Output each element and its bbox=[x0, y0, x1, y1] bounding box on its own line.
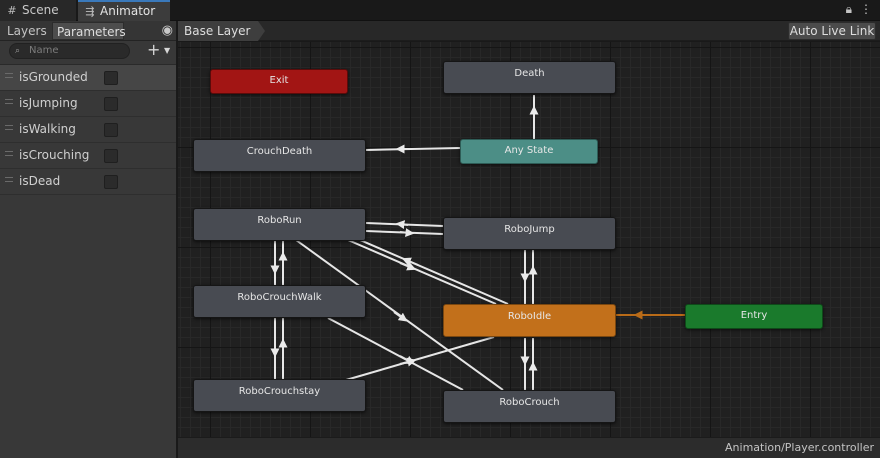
parameter-checkbox[interactable] bbox=[104, 71, 118, 85]
parameter-row[interactable]: isDead bbox=[0, 169, 176, 195]
transition-arrow[interactable] bbox=[365, 147, 461, 151]
state-label: RoboRun bbox=[257, 215, 302, 226]
transition-arrowhead bbox=[395, 220, 409, 230]
transition-arrow[interactable] bbox=[345, 336, 495, 381]
tab-parameters[interactable]: Parameters bbox=[52, 22, 126, 40]
state-robo-crouch-walk[interactable]: RoboCrouchWalk bbox=[193, 285, 366, 318]
state-label: Death bbox=[514, 68, 545, 79]
transition-arrow[interactable] bbox=[359, 239, 509, 305]
parameter-row[interactable]: isCrouching bbox=[0, 143, 176, 169]
panel-tab-strip: Layers Parameters ◉ bbox=[0, 21, 176, 41]
parameters-panel: Layers Parameters ◉ ⌕ Name +▼ isGrounded… bbox=[0, 21, 177, 458]
transition-arrow[interactable] bbox=[347, 239, 497, 305]
drag-handle-icon[interactable] bbox=[5, 73, 13, 78]
state-machine-graph[interactable]: Exit Death CrouchDeath Any State RoboRun… bbox=[178, 42, 880, 437]
breadcrumb-base-layer[interactable]: Base Layer bbox=[178, 21, 258, 41]
chevron-down-icon: ▼ bbox=[164, 46, 171, 55]
parameter-name[interactable]: isDead bbox=[19, 174, 61, 188]
state-exit[interactable]: Exit bbox=[210, 69, 348, 94]
tab-animator[interactable]: ⇶ Animator bbox=[78, 0, 170, 21]
drag-handle-icon[interactable] bbox=[5, 99, 13, 104]
parameter-name[interactable]: isGrounded bbox=[19, 70, 88, 84]
kebab-menu-icon[interactable]: ⋮ bbox=[860, 2, 872, 16]
parameter-checkbox[interactable] bbox=[104, 97, 118, 111]
parameter-search-bar: ⌕ Name +▼ bbox=[0, 41, 176, 65]
state-label: Exit bbox=[269, 75, 289, 86]
state-label: RoboJump bbox=[504, 224, 555, 235]
add-parameter-button[interactable]: +▼ bbox=[147, 40, 171, 59]
state-label: Entry bbox=[740, 310, 768, 321]
drag-handle-icon[interactable] bbox=[5, 177, 13, 182]
transition-arrowhead bbox=[399, 357, 417, 367]
parameter-search-input[interactable]: ⌕ Name bbox=[9, 43, 130, 59]
parameter-row[interactable]: isJumping bbox=[0, 91, 176, 117]
grid-icon: # bbox=[7, 4, 17, 17]
parameter-name[interactable]: isWalking bbox=[19, 122, 76, 136]
state-label: Any State bbox=[504, 145, 554, 156]
search-icon: ⌕ bbox=[15, 46, 21, 56]
state-label: RoboIdle bbox=[507, 311, 552, 322]
window-icons: 🔒︎ ⋮ bbox=[846, 2, 872, 18]
transition-layer bbox=[270, 95, 685, 391]
transition-arrowhead bbox=[393, 311, 408, 322]
parameter-checkbox[interactable] bbox=[104, 175, 118, 189]
parameter-name[interactable]: isJumping bbox=[19, 96, 78, 110]
state-label: RoboCrouch bbox=[499, 397, 560, 408]
breadcrumb-arrow bbox=[258, 21, 265, 41]
auto-live-link-button[interactable]: Auto Live Link bbox=[788, 22, 876, 40]
tab-animator-label: Animator bbox=[100, 4, 156, 18]
eye-icon[interactable]: ◉ bbox=[161, 23, 173, 38]
parameter-row[interactable]: isGrounded bbox=[0, 65, 176, 91]
state-robo-jump[interactable]: RoboJump bbox=[443, 217, 616, 250]
parameter-row[interactable]: isWalking bbox=[0, 117, 176, 143]
window-tab-bar: # Scene ⇶ Animator 🔒︎ ⋮ bbox=[0, 0, 880, 21]
controller-path: Animation/Player.controller bbox=[725, 441, 874, 454]
state-crouch-death[interactable]: CrouchDeath bbox=[193, 139, 366, 172]
parameter-name[interactable]: isCrouching bbox=[19, 148, 90, 162]
transition-arrow[interactable] bbox=[327, 317, 464, 391]
transition-arrowhead bbox=[399, 228, 415, 238]
state-label: CrouchDeath bbox=[246, 146, 313, 157]
state-robo-crouch[interactable]: RoboCrouch bbox=[443, 390, 616, 423]
lock-icon[interactable]: 🔒︎ bbox=[845, 2, 852, 16]
transition-arrowhead bbox=[401, 257, 419, 266]
tab-scene[interactable]: # Scene bbox=[0, 0, 76, 21]
tab-scene-label: Scene bbox=[22, 3, 59, 17]
state-death[interactable]: Death bbox=[443, 61, 616, 94]
transition-arrowhead bbox=[399, 262, 417, 271]
parameter-checkbox[interactable] bbox=[104, 149, 118, 163]
drag-handle-icon[interactable] bbox=[5, 125, 13, 130]
parameter-list: isGrounded isJumping isWalking isCrouchi… bbox=[0, 65, 176, 195]
animator-icon: ⇶ bbox=[85, 5, 95, 18]
state-robo-run[interactable]: RoboRun bbox=[193, 208, 366, 241]
status-bar: Animation/Player.controller bbox=[178, 437, 880, 458]
graph-toolbar: Base Layer Auto Live Link bbox=[178, 21, 880, 41]
state-any-state[interactable]: Any State bbox=[460, 139, 598, 164]
state-robo-idle[interactable]: RoboIdle bbox=[443, 304, 616, 337]
state-robo-crouchstay[interactable]: RoboCrouchstay bbox=[193, 379, 366, 412]
state-label: RoboCrouchWalk bbox=[237, 292, 322, 303]
tab-layers[interactable]: Layers bbox=[7, 24, 47, 38]
state-entry[interactable]: Entry bbox=[685, 304, 823, 329]
parameter-checkbox[interactable] bbox=[104, 123, 118, 137]
state-label: RoboCrouchstay bbox=[238, 386, 321, 397]
search-placeholder: Name bbox=[29, 45, 59, 56]
drag-handle-icon[interactable] bbox=[5, 151, 13, 156]
